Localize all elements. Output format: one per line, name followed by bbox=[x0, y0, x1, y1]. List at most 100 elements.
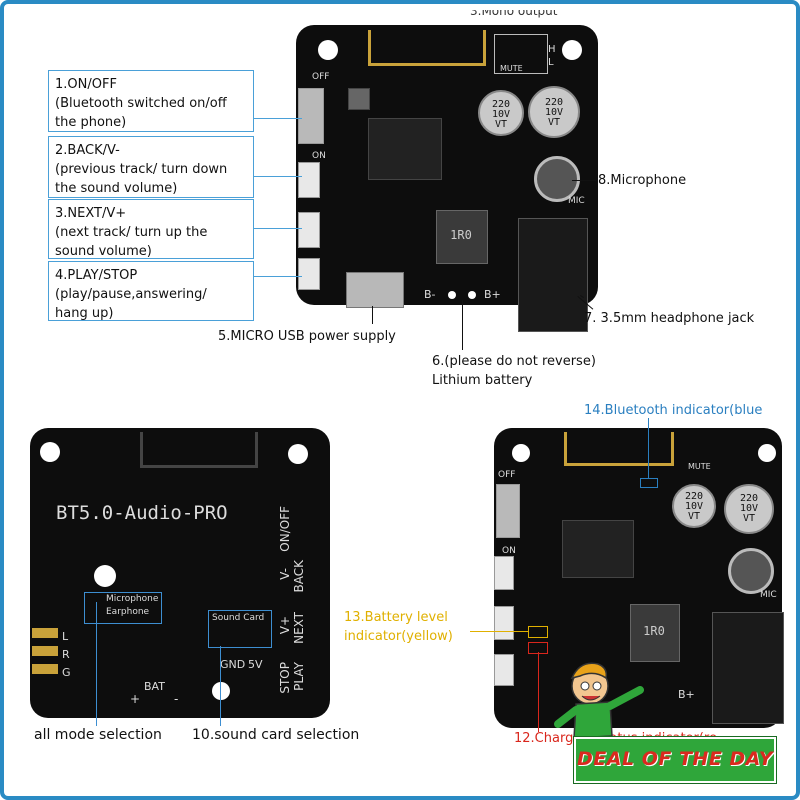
bl-mount-hole-bottom bbox=[212, 682, 230, 700]
top-silk-mic: MIC bbox=[568, 196, 585, 206]
bl-gnd: GND bbox=[220, 658, 246, 671]
bl-v-plus: V+ bbox=[278, 616, 292, 635]
callout-4-play: 4.PLAY/STOP (play/pause,answering/ hang … bbox=[48, 261, 254, 321]
top-silk-off: OFF bbox=[312, 72, 330, 82]
bl-stop: STOP bbox=[278, 662, 292, 694]
bl-next: NEXT bbox=[292, 612, 306, 644]
top-partial-output-label: 3.Mono output bbox=[470, 4, 558, 18]
bl-antenna-outline bbox=[140, 432, 258, 468]
br-capacitor-left-text: 220 10V VT bbox=[684, 491, 704, 522]
bl-soundcard-box bbox=[208, 610, 272, 648]
br-main-chip bbox=[562, 520, 634, 578]
callout-8-microphone: 8.Microphone bbox=[598, 173, 687, 188]
top-small-chip bbox=[348, 88, 370, 110]
br-capacitor-right-text: 220 10V VT bbox=[739, 493, 759, 524]
top-battery-pad-plus bbox=[468, 291, 476, 299]
callout-6-battery-line1: 6.(please do not reverse) bbox=[432, 354, 596, 369]
callout-13-battery-line2: indicator(yellow) bbox=[344, 629, 453, 644]
br-headphone-jack bbox=[712, 612, 784, 724]
br-power-slide-switch[interactable] bbox=[496, 484, 520, 538]
bl-5v: 5V bbox=[248, 658, 263, 671]
deal-banner[interactable]: DEAL OF THE DAY bbox=[574, 737, 776, 783]
br-play-button[interactable] bbox=[494, 654, 514, 686]
callout-4-leader bbox=[254, 276, 302, 277]
mascot-character bbox=[554, 662, 644, 739]
br-capacitor-right bbox=[724, 484, 774, 534]
callout-12-leader bbox=[538, 652, 539, 732]
callout-3-next: 3.NEXT/V+ (next track/ turn up the sound… bbox=[48, 199, 254, 259]
bl-mode-box bbox=[84, 592, 162, 624]
top-back-button[interactable] bbox=[298, 162, 320, 198]
bl-microphone-label: Microphone bbox=[106, 594, 159, 604]
top-main-chip bbox=[368, 118, 442, 180]
bl-mount-hole-right bbox=[288, 444, 308, 464]
br-silk-on: ON bbox=[502, 546, 516, 556]
top-capacitor-left-text: 220 10V VT bbox=[491, 99, 511, 130]
callout-5-usb: 5.MICRO USB power supply bbox=[218, 329, 396, 344]
top-silk-l: L bbox=[548, 57, 554, 68]
top-silk-h: H bbox=[548, 44, 556, 55]
top-pcb-mount-hole-left bbox=[318, 40, 338, 60]
callout-13-leader bbox=[470, 631, 528, 632]
br-next-button[interactable] bbox=[494, 606, 514, 640]
callout-3-leader bbox=[254, 228, 302, 229]
bottom-left-pcb-board bbox=[30, 428, 330, 718]
br-bluetooth-antenna bbox=[564, 432, 674, 466]
top-microphone bbox=[534, 156, 580, 202]
deal-banner-text: DEAL OF THE DAY bbox=[577, 748, 773, 770]
top-capacitor-right bbox=[528, 86, 580, 138]
br-mount-hole-right bbox=[758, 444, 776, 462]
bl-minus: - bbox=[174, 692, 179, 706]
br-inductor bbox=[630, 604, 680, 662]
top-headphone-jack bbox=[518, 218, 588, 332]
bl-audio-pads bbox=[32, 628, 58, 680]
callout-10-sound-card: 10.sound card selection bbox=[192, 727, 360, 743]
bl-mount-hole-left bbox=[40, 442, 60, 462]
callout-2-back: 2.BACK/V- (previous track/ turn down the… bbox=[48, 136, 254, 198]
bl-title: BT5.0-Audio-PRO bbox=[56, 502, 228, 524]
bl-bat: BAT bbox=[144, 680, 165, 693]
bl-mount-hole-center bbox=[94, 565, 116, 587]
callout-2-leader bbox=[254, 176, 302, 177]
br-mount-hole-left bbox=[512, 444, 530, 462]
br-back-button[interactable] bbox=[494, 556, 514, 590]
top-bluetooth-antenna bbox=[368, 30, 486, 66]
callout-5-leader bbox=[372, 306, 373, 324]
br-silk-mute: MUTE bbox=[688, 462, 711, 471]
bl-play: PLAY bbox=[292, 662, 306, 691]
top-inductor bbox=[436, 210, 488, 264]
top-power-slide-switch[interactable] bbox=[298, 88, 324, 144]
top-next-button[interactable] bbox=[298, 212, 320, 248]
top-battery-pad-minus bbox=[448, 291, 456, 299]
top-silk-on: ON bbox=[312, 151, 326, 161]
callout-9-leader bbox=[96, 602, 97, 726]
bl-back: BACK bbox=[292, 560, 306, 593]
callout-9-mode-selection: all mode selection bbox=[34, 727, 162, 743]
callout-3-text: 3.NEXT/V+ (next track/ turn up the sound… bbox=[55, 206, 208, 259]
callout-13-battery-line1: 13.Battery level bbox=[344, 610, 448, 625]
callout-6-battery-line2: Lithium battery bbox=[432, 373, 533, 388]
top-pcb-mount-hole-right bbox=[562, 40, 582, 60]
bl-earphone-label: Earphone bbox=[106, 607, 150, 617]
top-mono-output-selector bbox=[494, 34, 548, 74]
top-silk-b-plus: B+ bbox=[484, 288, 501, 301]
callout-4-text: 4.PLAY/STOP (play/pause,answering/ hang … bbox=[55, 268, 207, 321]
bl-soundcard-label: Sound Card bbox=[212, 613, 265, 623]
br-bluetooth-led bbox=[640, 478, 658, 488]
bl-on-off: ON/OFF bbox=[278, 506, 292, 552]
callout-8-leader bbox=[572, 180, 596, 181]
top-silk-b-minus: B- bbox=[424, 288, 436, 301]
top-silk-mute: MUTE bbox=[500, 64, 523, 73]
callout-7-headphone: 7. 3.5mm headphone jack bbox=[584, 311, 755, 326]
callout-6-leader bbox=[462, 300, 463, 350]
callout-1-leader bbox=[254, 118, 302, 119]
br-capacitor-left bbox=[672, 484, 716, 528]
callout-14-leader bbox=[648, 418, 649, 478]
br-silk-b-plus: B+ bbox=[678, 688, 695, 701]
callout-10-leader bbox=[220, 646, 221, 726]
callout-2-text: 2.BACK/V- (previous track/ turn down the… bbox=[55, 143, 228, 196]
callout-1-text: 1.ON/OFF (Bluetooth switched on/off the … bbox=[55, 77, 227, 130]
top-usb-port bbox=[346, 272, 404, 308]
top-play-button[interactable] bbox=[298, 258, 320, 290]
